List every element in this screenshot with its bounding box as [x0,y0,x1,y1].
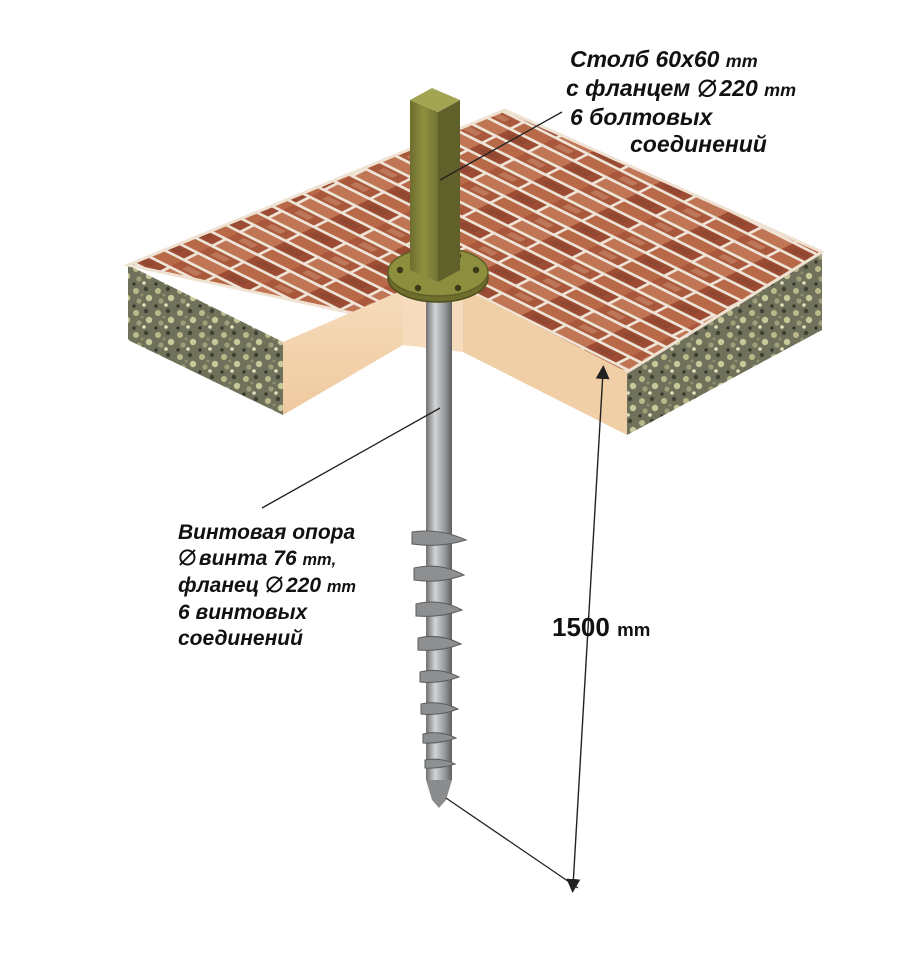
post-label-flange-unit: mm [764,80,797,100]
diameter-icon [179,549,196,566]
screw-label-line1: Винтовая опора [178,521,356,544]
depth-dimension-arrow [566,365,610,893]
depth-dimension-base-line [445,797,579,889]
post-front-face [410,100,438,282]
diameter-icon [698,78,717,97]
screw-pile-label: Винтовая опора винта 76 mm, фланец 220 m… [178,520,356,652]
post-label-connections: соединений [630,131,767,157]
soil-cut-left-wall [283,290,403,415]
screw-label-diameter-unit: mm, [302,551,337,569]
screw-label-leader [261,407,441,509]
screw-label-line4: 6 винтовых [178,601,308,624]
depth-label-value: 1500 [552,612,610,642]
right-slab-gravel-edge [627,252,822,435]
depth-label-unit: mm [617,619,651,640]
post-label-unit: mm [725,51,758,71]
screw-label-flange-unit: mm [326,578,356,596]
post-label: Столб 60х60 mm с фланцем 220 mm 6 болтов… [566,46,797,158]
post-label-flange-prefix: с фланцем [566,75,691,101]
screw-label-flange-prefix: фланец [178,574,260,597]
screw-helix [411,530,468,769]
post-label-flange-value: 220 [719,75,758,101]
depth-label: 1500 mm [552,612,650,643]
post-label-line1: Столб 60х60 [570,46,720,72]
screw-pile-tip [426,780,452,808]
screw-label-flange-value: 220 [286,574,322,597]
left-slab-gravel-edge [128,265,283,415]
post-label-leader [439,111,563,181]
post-top-face [410,88,460,112]
post-side-face [438,100,460,282]
screw-label-diameter-value: винта 76 [198,547,297,570]
post-label-bolts: 6 болтовых [570,104,713,130]
screw-label-line5: соединений [178,627,303,650]
diameter-icon [266,576,283,593]
